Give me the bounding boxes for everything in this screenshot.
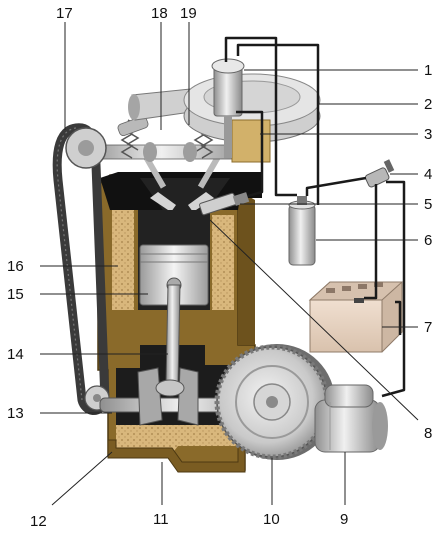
piston-assembly — [138, 210, 210, 386]
crank-web-right — [177, 367, 199, 426]
timing-drive — [52, 123, 110, 415]
callout-label-16: 16 — [7, 258, 24, 275]
ignition-distributor — [211, 58, 245, 158]
spark-plug — [199, 192, 250, 216]
wire-distributor-to-plug — [236, 110, 264, 198]
wire-distributor-loop — [236, 43, 320, 205]
block-side-face — [238, 190, 255, 345]
callout-label-6: 6 — [424, 232, 432, 249]
callout-label-14: 14 — [7, 346, 24, 363]
wire-distributor-to-coil — [224, 36, 297, 197]
connecting-rod — [165, 284, 181, 386]
callout-label-12: 12 — [30, 513, 47, 530]
callout-label-10: 10 — [263, 511, 280, 528]
carburetor — [231, 119, 271, 163]
callout-label-1: 1 — [424, 62, 432, 79]
wire-battery-to-starter — [381, 180, 406, 398]
crank-web-left — [137, 367, 163, 426]
callout-label-3: 3 — [424, 126, 432, 143]
callout-label-2: 2 — [424, 96, 432, 113]
callout-label-19: 19 — [180, 5, 197, 22]
crank-pin — [155, 379, 185, 397]
callout-label-11: 11 — [153, 511, 169, 528]
rocker-arm-left — [117, 115, 149, 137]
callout-label-9: 9 — [340, 511, 348, 528]
callout-label-15: 15 — [7, 286, 24, 303]
wire-switch-to-battery — [364, 184, 378, 300]
callout-label-8: 8 — [424, 425, 432, 442]
starter-motor — [314, 384, 388, 453]
ignition-switch — [364, 159, 395, 188]
cam-lobe-1 — [143, 142, 157, 162]
wire-switch-to-coil — [305, 176, 367, 196]
ignition-coil — [288, 196, 316, 266]
water-jacket-left — [112, 210, 134, 310]
callout-label-5: 5 — [424, 196, 432, 213]
water-jacket-right — [212, 215, 234, 310]
battery — [308, 281, 404, 353]
callout-label-13: 13 — [7, 405, 24, 422]
callout-label-18: 18 — [151, 5, 168, 22]
wiring — [224, 36, 406, 398]
callout-label-17: 17 — [56, 5, 73, 22]
cam-lobe-2 — [183, 142, 197, 162]
callout-label-4: 4 — [424, 166, 432, 183]
wire-battery-ground — [395, 300, 402, 335]
callout-line-12 — [51, 451, 113, 506]
battery-terminal — [354, 298, 364, 303]
callout-line-8 — [209, 219, 419, 421]
flywheel — [214, 344, 335, 460]
callout-lines — [40, 22, 419, 506]
callout-labels: 1 2 3 4 5 6 7 8 9 10 11 12 13 14 15 16 1… — [7, 5, 432, 530]
callout-label-7: 7 — [424, 319, 432, 336]
